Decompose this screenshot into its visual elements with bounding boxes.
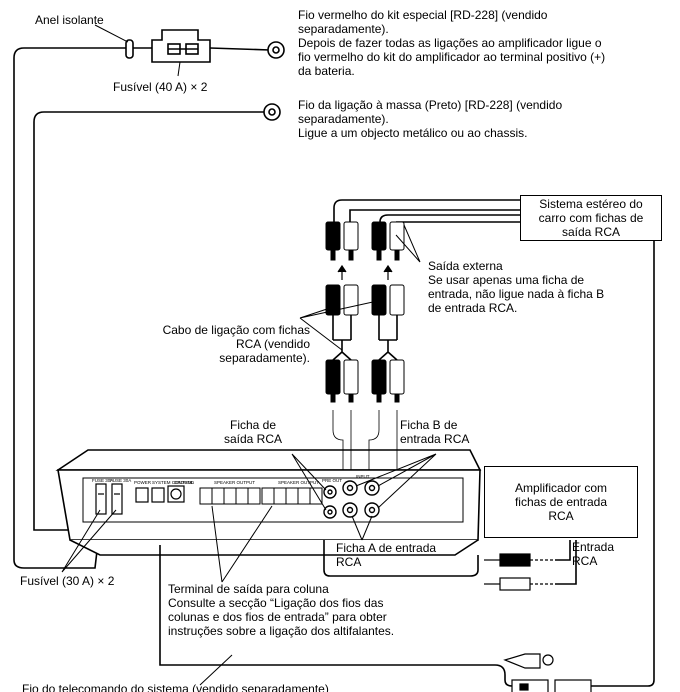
external-amp-box: Amplificador com fichas de entrada RCA (484, 466, 638, 538)
label-saida-externa: Saída externa Se usar apenas uma ficha d… (428, 259, 605, 315)
panel-power: POWER (134, 480, 152, 485)
remote-wire (159, 232, 655, 687)
cable-pointers (299, 299, 383, 351)
rca-cable (332, 315, 398, 361)
rca-plugs-middle (325, 284, 405, 316)
fuse-40a-pointer (177, 61, 181, 77)
remote-connectors (503, 653, 592, 692)
saida-pointers (395, 224, 421, 263)
ground-wire (33, 111, 266, 531)
label-sistema-estereo: Sistema estéreo do carro com fichas de s… (538, 197, 644, 239)
label-fio-vermelho: Fio vermelho do kit especial [RD-228] (v… (298, 8, 606, 78)
amp-rca-jacks (323, 480, 380, 519)
plug-guide-lines (332, 410, 398, 470)
power-wire (13, 47, 271, 569)
speaker-terminals (199, 487, 323, 505)
label-terminal-saida: Terminal de saída para coluna Consulte a… (168, 582, 395, 638)
amp-power-terminals (135, 485, 185, 503)
anel-pointer (94, 24, 129, 43)
label-fio-telecomando: Fio do telecomando do sistema (vendido s… (22, 682, 329, 692)
label-cabo-ligacao: Cabo de ligação com fichas RCA (vendido … (162, 323, 310, 365)
rca-plugs-bottom (325, 359, 405, 403)
fuse-holder-40a (151, 29, 211, 63)
label-fio-massa: Fio da ligação à massa (Preto) [RD-228] … (298, 98, 563, 140)
stereo-system-box: Sistema estéreo do carro com fichas de s… (520, 195, 662, 241)
label-fusivel-40: Fusível (40 A) × 2 (113, 80, 208, 94)
rca-plugs-top (325, 221, 405, 261)
label-ficha-b: Ficha B de entrada RCA (400, 418, 470, 446)
external-amp-loop (323, 540, 479, 577)
label-ficha-saida: Ficha de saída RCA (223, 418, 283, 446)
panel-speaker-right: SPEAKER OUTPUT (278, 480, 319, 485)
panel-speaker-left: SPEAKER OUTPUT (214, 480, 255, 485)
panel-input: INPUT (356, 474, 370, 479)
ficha-a-pointers (351, 515, 373, 541)
amp-fuses (95, 483, 123, 515)
telecomando-pointer (199, 654, 233, 686)
panel-system-control: SYSTEM CONTROL (152, 480, 194, 485)
ficha-saida-pointers (291, 453, 327, 511)
external-amp-plugs (484, 553, 555, 591)
stereo-cable-left (333, 199, 520, 222)
ring-terminal-ground (263, 103, 281, 121)
insulating-ring (125, 39, 134, 59)
external-amp-cable (555, 540, 577, 585)
panel-fuse-b: FUSE 30A (110, 478, 131, 483)
label-fusivel-30: Fusível (30 A) × 2 (20, 574, 115, 588)
stereo-cable-right (379, 214, 520, 223)
connect-arrows (337, 264, 393, 280)
label-entrada-rca: Entrada RCA (572, 540, 615, 568)
fuse-30a-pointers (61, 509, 117, 573)
ficha-b-pointers (355, 453, 437, 509)
label-amplificador-fichas: Amplificador com fichas de entrada RCA (514, 481, 608, 523)
terminal-pointers (211, 505, 273, 583)
label-ficha-a: Ficha A de entrada RCA (336, 541, 437, 569)
label-anel-isolante: Anel isolante (35, 13, 104, 27)
ring-terminal-red (267, 41, 285, 59)
panel-fuse-a: FUSE 30A (92, 478, 113, 483)
panel-pre-out: PRE OUT (322, 478, 342, 483)
panel-ground: GROUND (174, 480, 195, 485)
